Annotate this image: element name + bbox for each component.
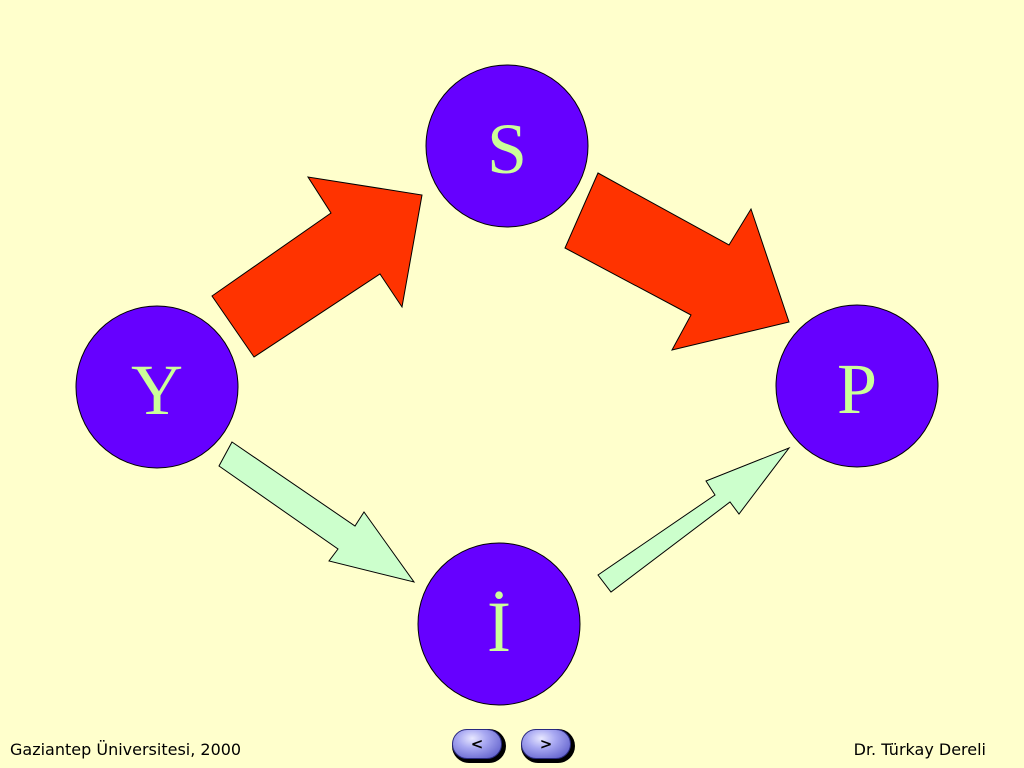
arrow-i-to-p: [597, 446, 791, 593]
node-y: Y: [75, 305, 239, 469]
node-i: İ: [417, 542, 581, 706]
node-y-label: Y: [131, 350, 183, 430]
node-i-label: İ: [487, 587, 511, 667]
footer-left-text: Gaziantep Üniversitesi, 2000: [10, 740, 242, 759]
footer-right-text: Dr. Türkay Dereli: [853, 740, 986, 759]
arrow-y-to-i: [218, 441, 416, 583]
node-p-label: P: [837, 349, 877, 429]
next-button[interactable]: >: [521, 729, 575, 763]
prev-button-label: <: [452, 729, 502, 759]
arrow-s-to-p: [564, 172, 790, 351]
node-s-label: S: [487, 109, 527, 189]
arrow-y-to-s: [211, 176, 423, 358]
prev-button[interactable]: <: [452, 729, 506, 763]
node-s: S: [425, 64, 589, 228]
next-button-label: >: [521, 729, 571, 759]
node-p: P: [775, 304, 939, 468]
